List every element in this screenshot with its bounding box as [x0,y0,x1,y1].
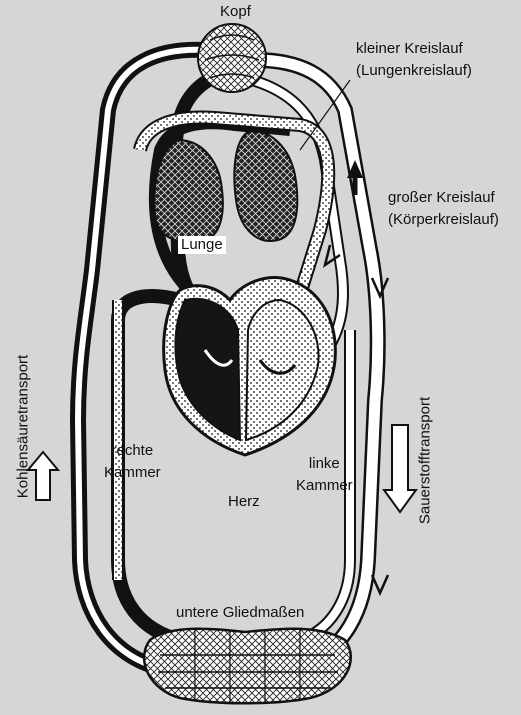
co2-transport-label: Kohlensäuretransport [15,352,32,502]
o2-transport-label: Sauerstofftransport [417,386,434,536]
large-circulation-label: großer Kreislauf (Körperkreislauf) [388,189,499,229]
lower-limbs-label: untere Gliedmaßen [176,604,304,622]
lung-label: Lunge [178,236,226,254]
small-circulation-title: kleiner Kreislauf [356,40,472,58]
head-label: Kopf [220,3,251,21]
small-circulation-subtitle: (Lungenkreislauf) [356,62,472,80]
right-chamber-line2: Kammer [104,464,161,482]
limb-capillaries [144,628,351,704]
left-chamber-label: linke Kammer [296,455,353,495]
lungs [154,132,297,242]
head-capillaries [198,24,266,92]
right-chamber-label: rechte Kammer [104,442,161,482]
left-chamber-line1: linke [296,455,353,473]
large-circulation-title: großer Kreislauf [388,189,499,207]
small-circulation-label: kleiner Kreislauf (Lungenkreislauf) [356,40,472,80]
left-chamber-line2: Kammer [296,477,353,495]
right-chamber-line1: rechte [104,442,161,460]
co2-arrow [28,452,58,500]
heart-label: Herz [228,493,260,511]
o2-arrow [384,425,416,512]
heart [164,278,336,455]
large-circulation-subtitle: (Körperkreislauf) [388,211,499,229]
